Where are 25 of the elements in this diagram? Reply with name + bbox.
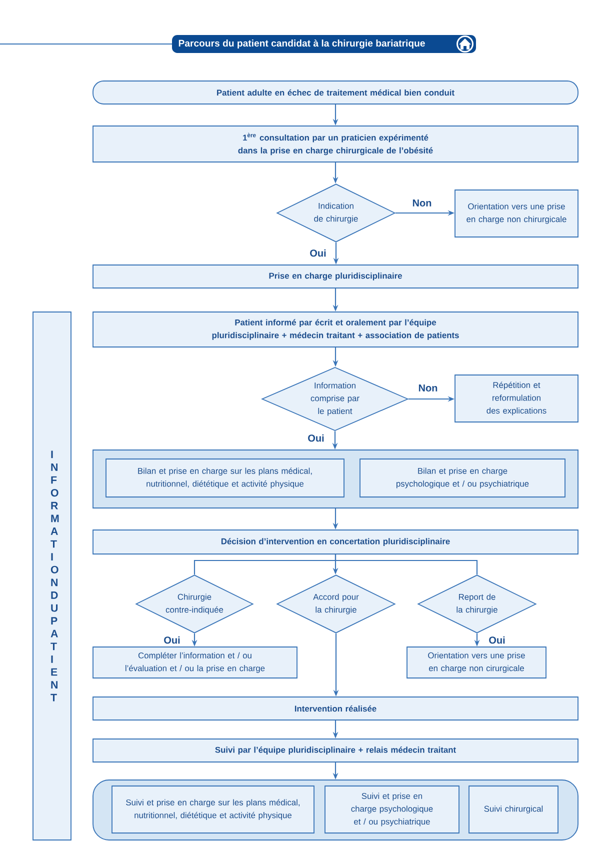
process-box: Bilan et prise en charge psychologique et / ou psychiatrique — [360, 458, 566, 498]
process-box: Patient informé par écrit et oralement par l’équipe pluridisciplinaire + médecin traitant + association de patients — [92, 312, 578, 348]
process-box: Suivi par l’équipe pluridisciplinaire + relais médecin traitant — [92, 738, 578, 762]
process-box: Intervention réalisée — [92, 696, 578, 720]
edge-label: Oui — [308, 248, 328, 258]
edge-label: Oui — [162, 635, 182, 645]
start-box: Patient adulte en échec de traitement médical bien conduit — [92, 80, 578, 104]
process-box: Prise en charge pluridisciplinaire — [92, 264, 578, 288]
connector-line — [334, 554, 478, 575]
process-box: Suivi et prise en charge sur les plans médical, nutritionnel, diététique et activité physique — [112, 786, 314, 834]
process-box: 1$^{ère}$ consultation par un praticien expérimenté dans la prise en charge chirurgicale de l’obésité — [92, 126, 578, 162]
process-box: Décision d’intervention en concertation pluridisciplinaire — [92, 530, 578, 554]
side-band: INFORMATION DU PATIENT — [32, 312, 72, 840]
process-box: Compléter l’information et / ou l’évaluation et / ou la prise en charge — [92, 646, 298, 678]
title-banner: Parcours du patient candidat à la chirurgie bariatrique — [172, 35, 476, 53]
process-box: Répétition et reformulation des explications — [454, 374, 578, 422]
process-box: Orientation vers une prise en charge non chirurgicale — [454, 190, 578, 238]
edge-label: Non — [410, 198, 434, 208]
edge-label: Oui — [487, 635, 507, 645]
edge-label: Oui — [306, 433, 326, 443]
process-box: Suivi et prise en charge psychologique et / ou psychiatrique — [324, 786, 460, 834]
process-box: Suivi chirurgical — [468, 786, 558, 834]
edge-label: Non — [416, 383, 440, 393]
process-box: Orientation vers une prise en charge non cirurgicale — [406, 646, 546, 678]
process-box: Bilan et prise en charge sur les plans médical, nutritionnel, diététique et activité physique — [106, 458, 344, 498]
